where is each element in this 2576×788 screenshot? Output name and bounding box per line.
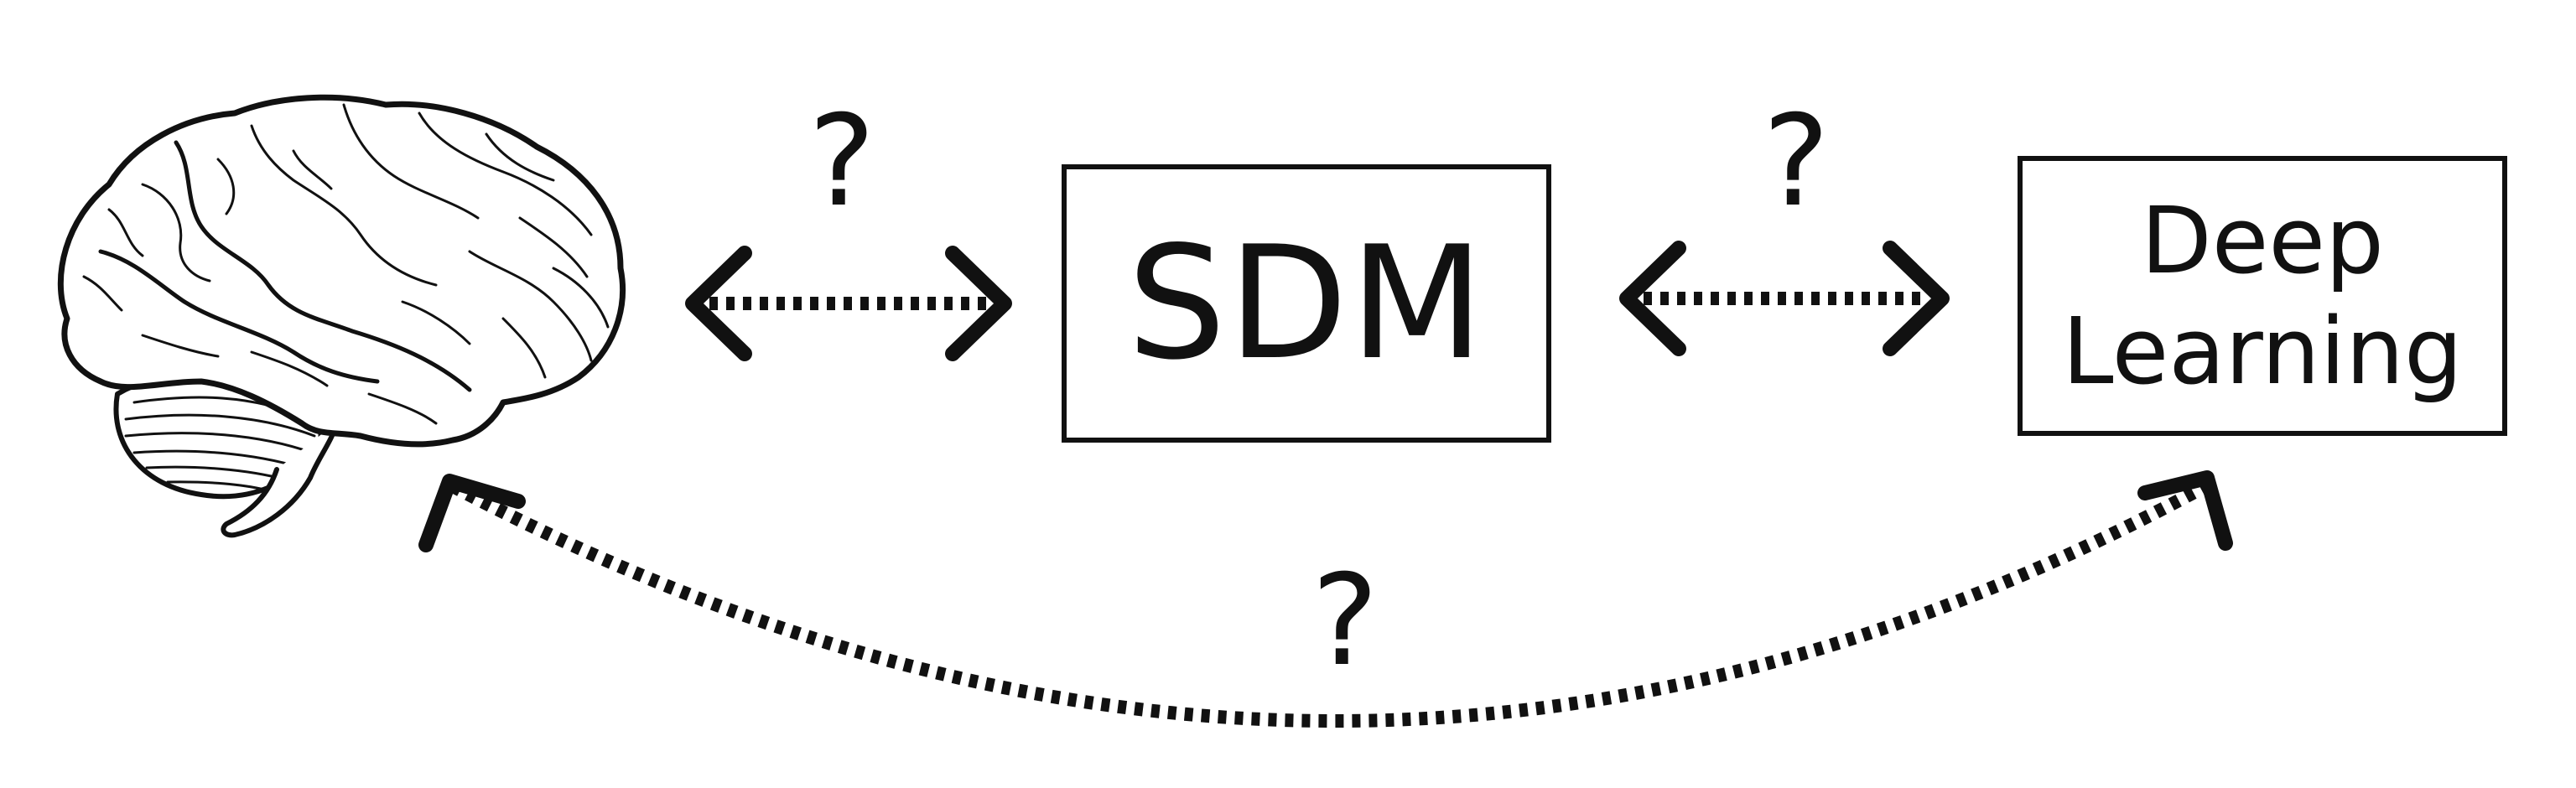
arrow-sdm-deep-learning <box>1619 241 1950 356</box>
question-mark-sdm-deep-learning: ? <box>1763 89 1830 235</box>
arrow-brain-sdm-head-left <box>685 246 752 361</box>
arrow-sdm-deep-learning-head-left <box>1619 241 1686 356</box>
arrow-brain-deep-learning-head-right <box>2137 470 2233 551</box>
deep-learning-box: Deep Learning <box>2018 156 2507 436</box>
sdm-box: SDM <box>1062 164 1551 443</box>
arrow-brain-deep-learning-head-left <box>418 474 526 552</box>
question-mark-brain-deep-learning: ? <box>1311 548 1379 694</box>
deep-learning-label-line-1: Deep <box>2141 187 2384 294</box>
sdm-label: SDM <box>1127 212 1486 394</box>
arrow-brain-deep-learning-curve <box>449 480 2209 728</box>
arrow-brain-sdm-head-right <box>945 246 1012 361</box>
deep-learning-label-line-2: Learning <box>2062 298 2463 405</box>
arrow-brain-deep-learning <box>418 470 2233 728</box>
question-mark-brain-sdm: ? <box>808 89 875 235</box>
arrow-sdm-deep-learning-head-right <box>1883 241 1950 356</box>
arrow-brain-sdm <box>685 246 1012 361</box>
brain-icon <box>57 94 626 538</box>
